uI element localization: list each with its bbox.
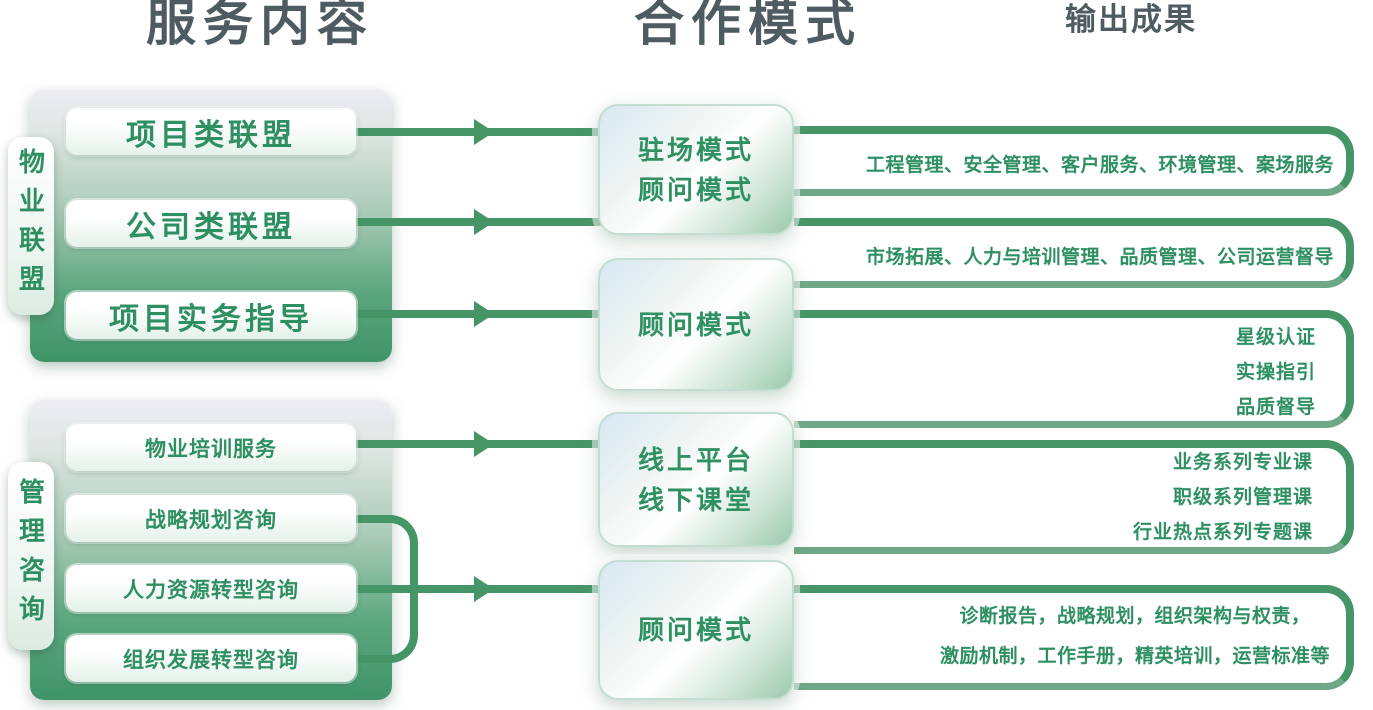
panel-label-property-alliance: 物业联盟 [8,137,54,315]
mode-line: 驻场模式 [637,134,754,165]
service-item-project-alliance: 项目类联盟 [66,108,356,155]
output-company-services: 市场拓展、人力与培训管理、品质管理、公司运营督导 [865,247,1334,268]
arrow-head-icon-4 [474,431,494,457]
output-bracket-4 [794,440,1354,554]
mode-line: 线下课堂 [637,484,754,515]
column-header-cooperation-mode: 合作模式 [634,0,862,51]
output-bracket-2 [794,218,1354,288]
service-item-company-alliance: 公司类联盟 [66,200,356,247]
column-header-service-content: 服务内容 [146,0,374,51]
service-item-hr-transformation: 人力资源转型咨询 [66,565,356,612]
output-line: 诊断报告，战略规划，组织架构与权责， [959,606,1311,627]
arrow-head-icon-1 [474,119,494,145]
arrow-head-icon-3 [474,301,494,327]
output-project-services: 工程管理、安全管理、客户服务、环境管理、案场服务 [865,155,1334,176]
output-line: 行业热点系列专题课 [1132,522,1313,543]
column-header-output-results: 输出成果 [1065,2,1197,37]
mode-box-onsite-consultant: 驻场模式 顾问模式 [598,104,794,235]
mode-line: 顾问模式 [637,174,754,205]
service-item-property-training: 物业培训服务 [66,424,356,471]
arrow-head-icon-5 [474,576,494,602]
mode-box-consultant-1: 顾问模式 [598,258,794,391]
output-bracket-5 [794,585,1354,690]
panel-label-management-consulting: 管理咨询 [8,462,54,650]
mode-box-consultant-2: 顾问模式 [598,560,794,700]
arrow-head-icon-2 [474,209,494,235]
mode-line: 顾问模式 [637,615,754,645]
output-line: 职级系列管理课 [1172,487,1313,508]
output-line: 星级认证 [1235,327,1316,348]
output-line: 业务系列专业课 [1172,452,1313,473]
service-item-org-development: 组织发展转型咨询 [66,635,356,682]
output-line: 品质督导 [1235,397,1316,418]
output-bracket-1 [794,126,1354,196]
mode-box-online-offline: 线上平台 线下课堂 [598,412,794,547]
output-line: 激励机制，工作手册，精英培训，运营标准等 [939,646,1330,667]
output-consulting-deliverables: 诊断报告，战略规划，组织架构与权责， 激励机制，工作手册，精英培训，运营标准等 [935,597,1335,677]
output-course-series: 业务系列专业课 职级系列管理课 行业热点系列专题课 [1033,445,1313,550]
output-certification-guidance: 星级认证 实操指引 品质督导 [1151,320,1373,425]
output-bracket-3 [794,310,1354,428]
output-line: 实操指引 [1235,362,1316,383]
mode-line: 线上平台 [637,444,754,475]
mode-line: 顾问模式 [637,309,754,340]
service-item-strategy-planning: 战略规划咨询 [66,495,356,542]
service-item-project-practice-guidance: 项目实务指导 [66,292,356,339]
